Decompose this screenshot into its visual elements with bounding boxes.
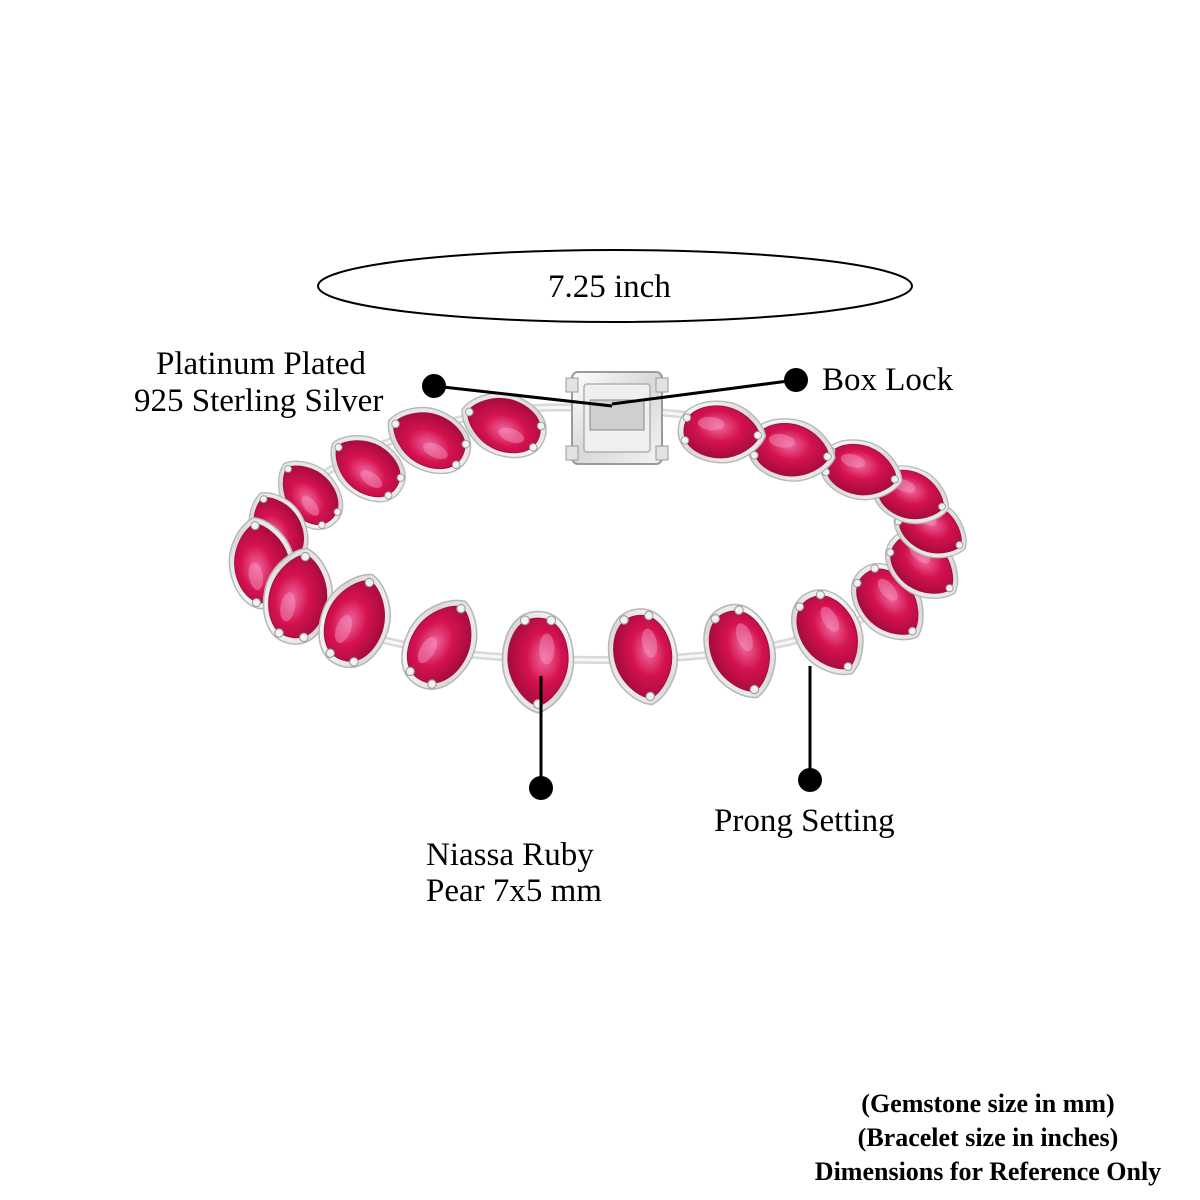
size-label: 7.25 inch — [548, 269, 671, 305]
ruby-stone — [820, 439, 903, 501]
metal-label-line2: 925 Sterling Silver — [134, 383, 384, 419]
ruby-stone — [262, 547, 333, 645]
gem-label-line1: Niassa Ruby — [426, 837, 594, 873]
callout-prong-setting — [798, 666, 822, 792]
ruby-stone — [747, 418, 836, 482]
ruby-stone — [607, 608, 678, 706]
metal-label-line1: Platinum Plated — [156, 346, 366, 382]
ruby-stone — [501, 610, 575, 714]
ruby-stone — [703, 604, 776, 699]
ruby-stone — [401, 599, 478, 690]
ruby-stone — [387, 406, 472, 475]
callout-gemstone — [529, 676, 553, 800]
ruby-stone — [318, 573, 391, 668]
callout-box-lock — [611, 368, 808, 406]
callout-metal — [422, 374, 613, 408]
ruby-stone — [461, 392, 547, 459]
size-ellipse — [317, 249, 913, 323]
lock-label: Box Lock — [822, 362, 954, 398]
ruby-gemstones — [228, 392, 967, 714]
footnote-gemstone-size: (Gemstone size in mm) — [861, 1089, 1115, 1118]
ruby-stone — [330, 435, 406, 503]
ruby-stone — [790, 589, 864, 676]
ruby-stone — [677, 400, 767, 464]
box-lock-clasp — [565, 371, 669, 465]
setting-label: Prong Setting — [714, 803, 895, 839]
footnote-bracelet-size: (Bracelet size in inches) — [857, 1123, 1119, 1152]
footnote-reference: Dimensions for Reference Only — [814, 1157, 1162, 1186]
gem-label-line2: Pear 7x5 mm — [426, 873, 602, 909]
